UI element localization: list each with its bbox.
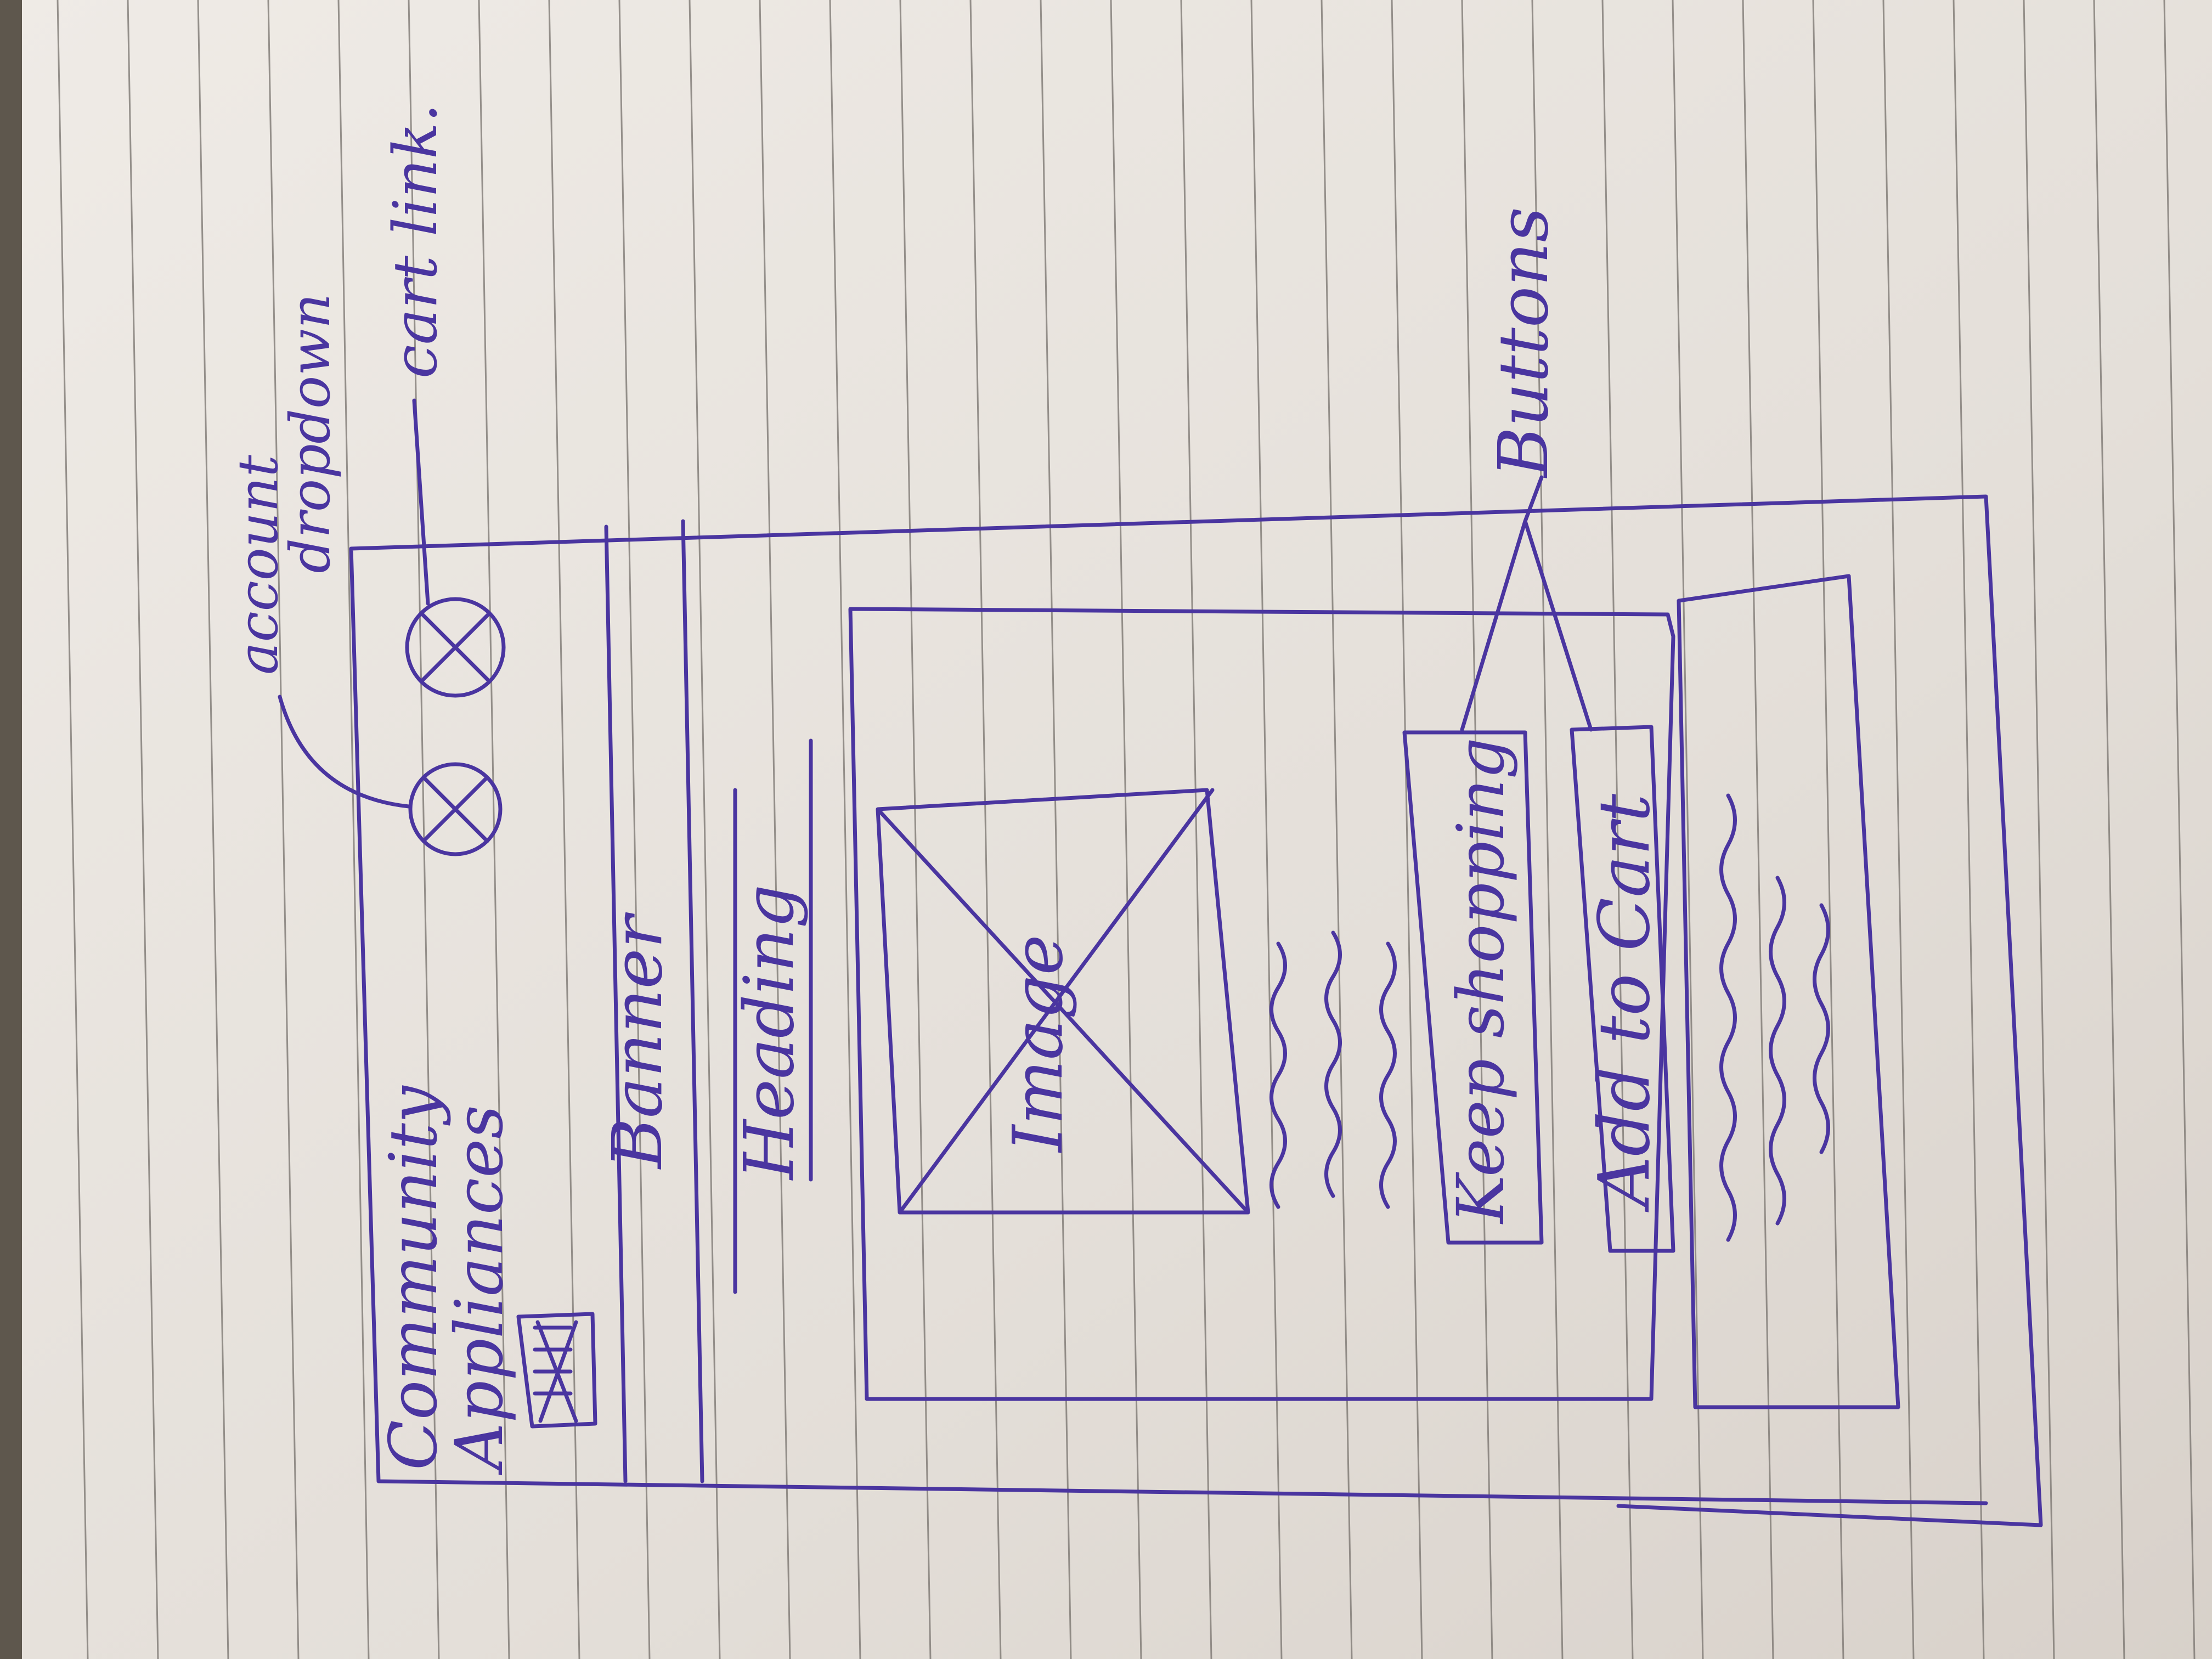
description-squiggle-2 bbox=[1324, 930, 1342, 1198]
description-squiggle-1 bbox=[1269, 941, 1287, 1209]
ruled-line bbox=[1742, 0, 1774, 1659]
buttons-annotation-leader bbox=[1460, 475, 1593, 732]
ruled-line bbox=[337, 0, 370, 1659]
image-label: Image bbox=[998, 935, 1078, 1153]
keep-shopping-label: Keep shopping bbox=[1443, 737, 1519, 1224]
ruled-line bbox=[618, 0, 651, 1659]
ruled-line bbox=[969, 0, 1002, 1659]
ruled-line bbox=[1250, 0, 1283, 1659]
details-squiggle-3 bbox=[1813, 903, 1830, 1154]
description-squiggle-3 bbox=[1379, 941, 1397, 1209]
ruled-line bbox=[1461, 0, 1493, 1659]
banner-divider bbox=[681, 519, 704, 1483]
add-to-cart-button-outline bbox=[1570, 725, 1675, 1253]
brand-name-line2: Appliances bbox=[442, 1105, 518, 1476]
ruled-line bbox=[1882, 0, 1915, 1659]
ruled-line bbox=[759, 0, 791, 1659]
cart-link-icon bbox=[405, 597, 506, 698]
add-to-cart-label: Add to Cart bbox=[1584, 793, 1666, 1212]
ruled-line bbox=[1953, 0, 1985, 1659]
logo-placeholder bbox=[516, 1312, 597, 1429]
details-squiggle-1 bbox=[1719, 793, 1737, 1242]
ruled-line bbox=[57, 0, 89, 1659]
ruled-line bbox=[1531, 0, 1564, 1659]
ruled-line bbox=[408, 0, 440, 1659]
cart-link-annotation: cart link. bbox=[380, 103, 450, 379]
ruled-line bbox=[2023, 0, 2055, 1659]
page-edge bbox=[0, 0, 22, 1659]
ruled-line bbox=[1321, 0, 1353, 1659]
account-annotation-line1: account bbox=[226, 454, 290, 675]
ruled-line bbox=[1180, 0, 1212, 1659]
account-annotation-leader bbox=[278, 695, 411, 809]
ruled-line bbox=[548, 0, 580, 1659]
account-annotation-line2: dropdown bbox=[278, 294, 342, 573]
ruled-line bbox=[1812, 0, 1844, 1659]
header-divider bbox=[604, 524, 628, 1483]
brand-name-line1: Community bbox=[376, 1085, 452, 1470]
page-frame bbox=[349, 494, 2043, 1527]
ruled-line bbox=[1391, 0, 1423, 1659]
ruled-line bbox=[2163, 0, 2196, 1659]
ruled-line bbox=[197, 0, 229, 1659]
heading-label: Heading bbox=[730, 884, 809, 1181]
ruled-line bbox=[689, 0, 721, 1659]
ruled-line bbox=[899, 0, 932, 1659]
banner-label: Banner bbox=[598, 912, 678, 1170]
details-squiggle-2 bbox=[1769, 876, 1786, 1226]
buttons-annotation: Buttons bbox=[1484, 207, 1564, 478]
ruled-line bbox=[1110, 0, 1142, 1659]
image-placeholder bbox=[876, 788, 1250, 1215]
ruled-line bbox=[267, 0, 300, 1659]
ruled-line bbox=[829, 0, 861, 1659]
ruled-line bbox=[1672, 0, 1704, 1659]
account-dropdown-icon bbox=[408, 762, 503, 856]
ruled-line bbox=[1601, 0, 1634, 1659]
cart-annotation-leader bbox=[412, 398, 430, 606]
ruled-line bbox=[127, 0, 159, 1659]
ruled-lines bbox=[57, 0, 2196, 1659]
ruled-line bbox=[1040, 0, 1072, 1659]
details-panel bbox=[1677, 574, 1900, 1409]
keep-shopping-button-outline bbox=[1402, 730, 1544, 1245]
ruled-line bbox=[2093, 0, 2125, 1659]
